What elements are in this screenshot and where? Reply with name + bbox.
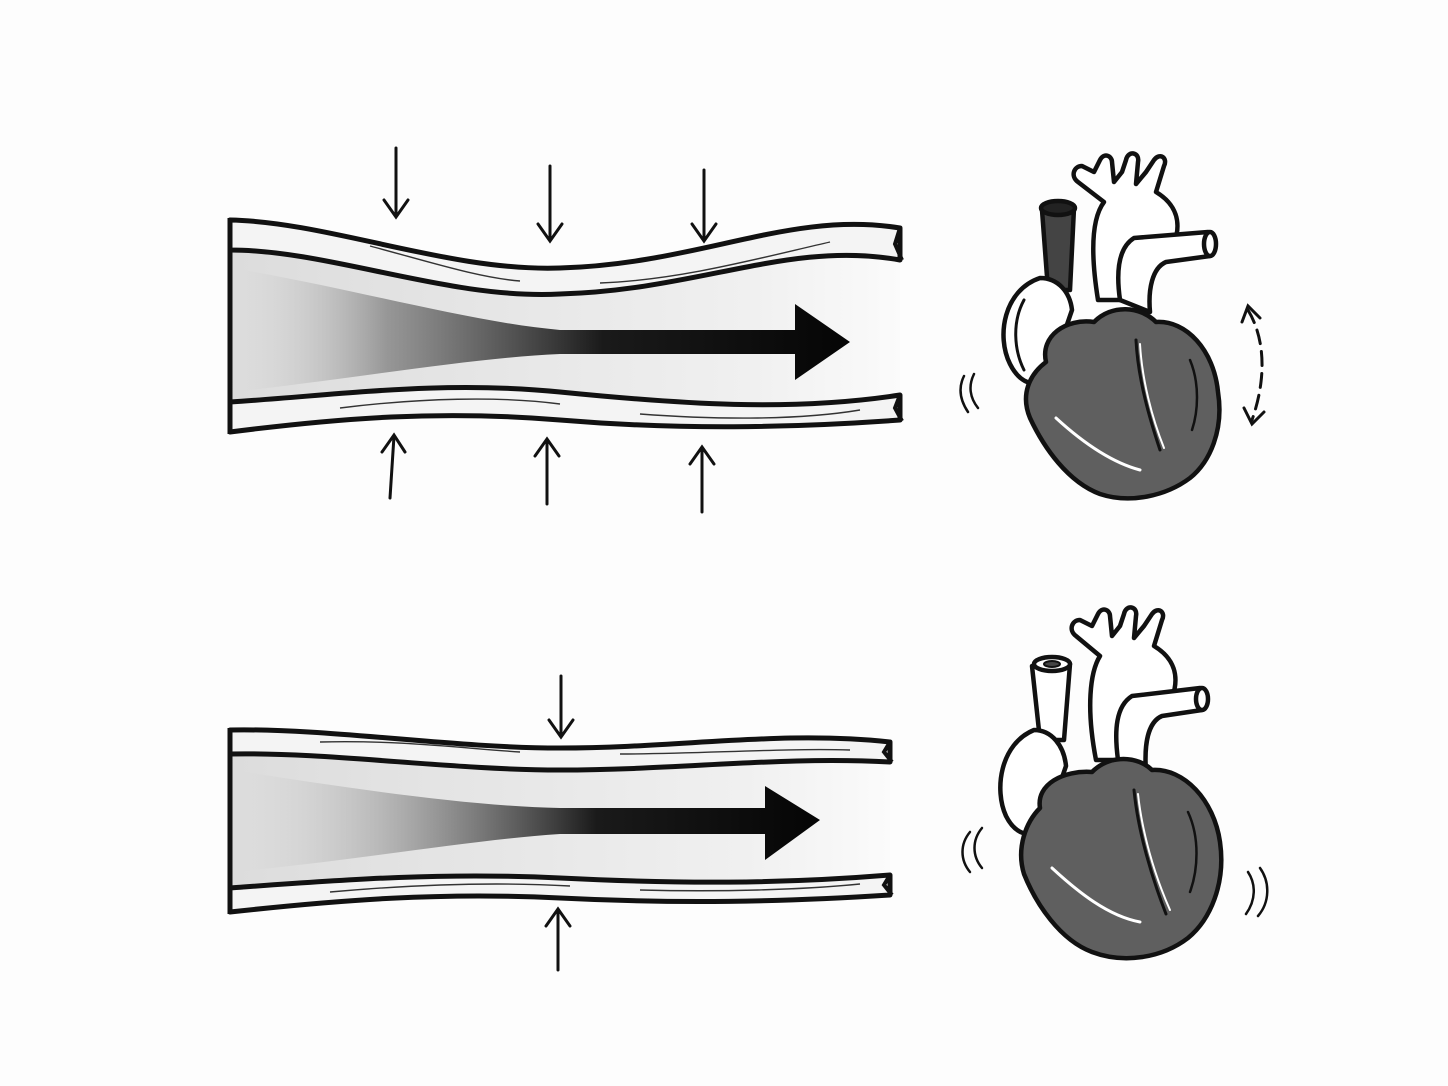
top-blood-vessel (227, 217, 904, 435)
bottom-panel (227, 605, 1269, 972)
down-arrow (547, 674, 575, 740)
top-panel (227, 146, 1266, 514)
bottom-flow-arrow (232, 770, 820, 872)
bottom-heart-ventricles (1018, 756, 1224, 961)
bottom-compression-arrows (544, 674, 575, 972)
bottom-heart (998, 605, 1224, 961)
down-arrow (536, 164, 564, 244)
up-arrow (544, 906, 572, 972)
down-arrow (382, 146, 410, 220)
top-heart-motion-lines (959, 372, 980, 414)
top-flow-arrow (232, 268, 850, 392)
bottom-vessel-lower-wall (227, 872, 893, 915)
up-arrow (688, 444, 716, 514)
top-heart (1001, 151, 1222, 501)
up-arrow (533, 436, 561, 506)
bottom-heart-vibration-lines (961, 826, 1269, 918)
up-arrow (380, 432, 407, 500)
top-heart-ventricles (1023, 307, 1222, 501)
top-heart-pump-arrows (1240, 303, 1266, 427)
bottom-blood-vessel (227, 727, 894, 915)
top-compression-arrows (380, 146, 718, 514)
down-arrow (690, 168, 718, 244)
